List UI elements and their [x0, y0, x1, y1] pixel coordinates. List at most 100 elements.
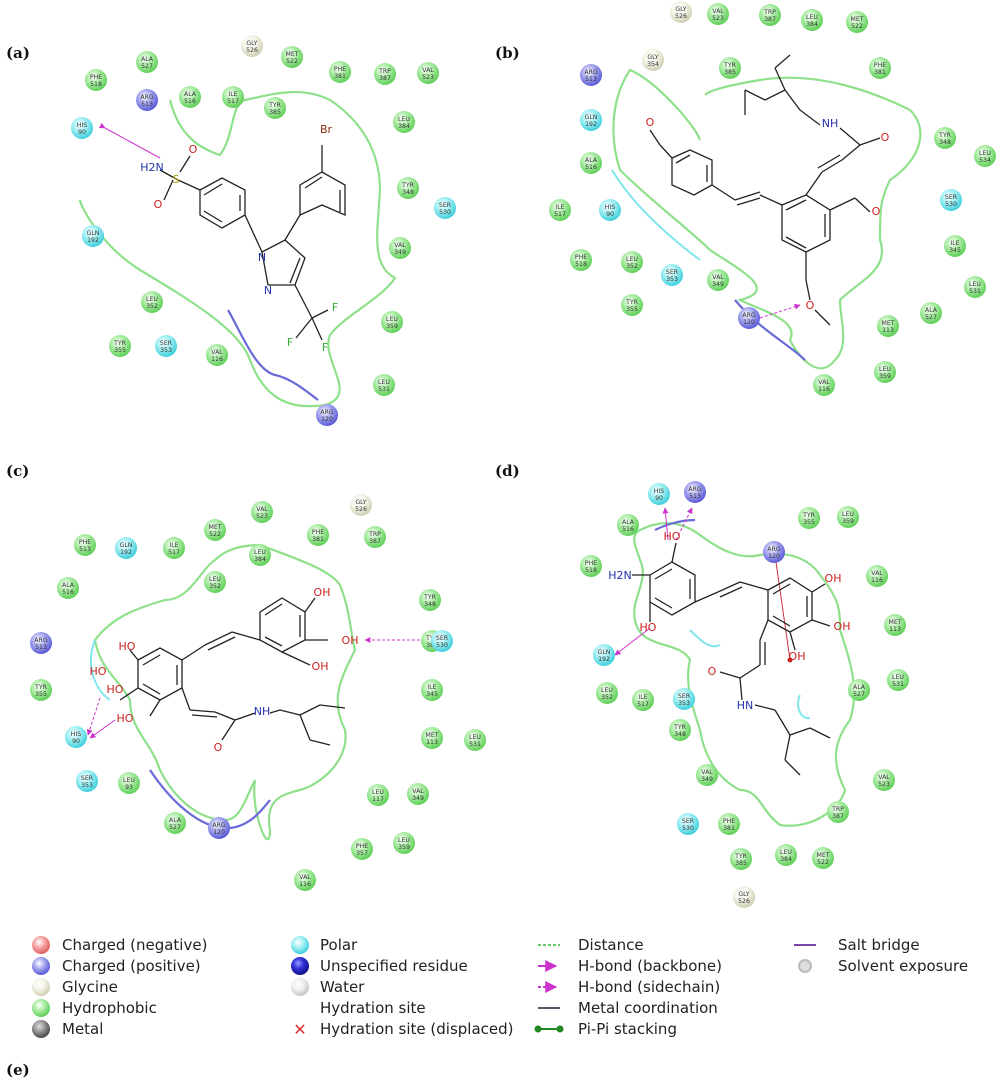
- residue-number: 348: [424, 601, 436, 608]
- atom-c-7: O: [214, 741, 223, 754]
- residue-number: 513: [35, 644, 47, 651]
- residue-number: 348: [674, 731, 686, 738]
- atom-a-3: O: [154, 198, 163, 211]
- residue-number: 359: [879, 373, 891, 380]
- residue-circle: [570, 249, 592, 271]
- residue-circle: [670, 1, 692, 23]
- atom-a-2: O: [189, 143, 198, 156]
- atom-d-3: OH: [825, 572, 842, 585]
- hbond-c-his90b: [89, 719, 116, 739]
- residue-number: 90: [655, 495, 663, 502]
- residue-name: ALA: [622, 519, 635, 526]
- polar-exposure-d1: [689, 629, 721, 648]
- residue-number: 353: [160, 347, 172, 354]
- residue-number: 517: [227, 98, 239, 105]
- residue-number: 385: [735, 860, 747, 867]
- residue-circle: [887, 669, 909, 691]
- residue-number: 527: [169, 824, 181, 831]
- atom-c-1: OH: [342, 634, 359, 647]
- atom-c-6: HO: [117, 712, 134, 725]
- residue-number: 116: [818, 386, 830, 393]
- residue-circle: [381, 311, 403, 333]
- residue-name: LEU: [892, 674, 904, 681]
- residue-circle: [374, 63, 396, 85]
- residue-number: 531: [469, 741, 481, 748]
- residue-number: 120: [768, 553, 780, 560]
- residue-circle: [155, 335, 177, 357]
- residue-name: LEU: [879, 366, 891, 373]
- residue-number: 355: [626, 306, 638, 313]
- residue-name: LEU: [398, 837, 410, 844]
- residue-circle: [419, 589, 441, 611]
- residue-circle: [115, 537, 137, 559]
- residue-number: 192: [598, 656, 610, 663]
- residue-number: 381: [723, 825, 735, 832]
- legend-hbond-sidechain: H-bond (sidechain): [578, 978, 720, 996]
- residue-number: 526: [738, 898, 750, 905]
- residue-circle: [738, 307, 760, 329]
- residue-circle: [642, 49, 664, 71]
- residue-circle: [707, 3, 729, 25]
- residue-name: ILE: [427, 684, 436, 691]
- residue-name: GLN: [120, 542, 133, 549]
- legend-hydration-displaced: Hydration site (displaced): [320, 1020, 513, 1038]
- residue-circle: [719, 57, 741, 79]
- residue-number: 348: [402, 189, 414, 196]
- legend-hydration-site: Hydration site: [320, 999, 426, 1017]
- residue-circle: [707, 269, 729, 291]
- residue-number: 387: [832, 813, 844, 820]
- residue-number: 354: [647, 61, 659, 68]
- residue-name: HIS: [71, 731, 81, 738]
- residue-circle: [798, 507, 820, 529]
- residue-number: 523: [256, 513, 268, 520]
- residue-circle: [109, 335, 131, 357]
- residue-number: 387: [379, 75, 391, 82]
- residue-number: 516: [585, 164, 597, 171]
- hbond-d-arg513: [675, 507, 693, 541]
- residue-number: 353: [81, 782, 93, 789]
- legend-solvent-exposure: Solvent exposure: [838, 957, 968, 975]
- residue-circle: [85, 69, 107, 91]
- residue-name: LEU: [601, 687, 613, 694]
- residue-name: TYR: [673, 724, 687, 731]
- polar-exposure-b: [611, 169, 701, 261]
- atom-b-3: O: [872, 205, 881, 218]
- atom-a-5: N: [264, 284, 272, 297]
- residue-number: 387: [369, 538, 381, 545]
- residue-number: 517: [168, 549, 180, 556]
- residue-number: 526: [675, 13, 687, 20]
- residue-circle: [316, 404, 338, 426]
- salt-bridge-a: [227, 309, 319, 401]
- residue-name: VAL: [712, 8, 724, 15]
- legend-glycine: Glycine: [62, 978, 118, 996]
- legend-swatch-polar: [291, 936, 309, 954]
- residue-name: VAL: [871, 570, 883, 577]
- hbond-a-his90: [98, 122, 161, 159]
- residue-name: TRP: [378, 68, 391, 75]
- residue-number: 348: [939, 139, 951, 146]
- residue-number: 518: [90, 81, 102, 88]
